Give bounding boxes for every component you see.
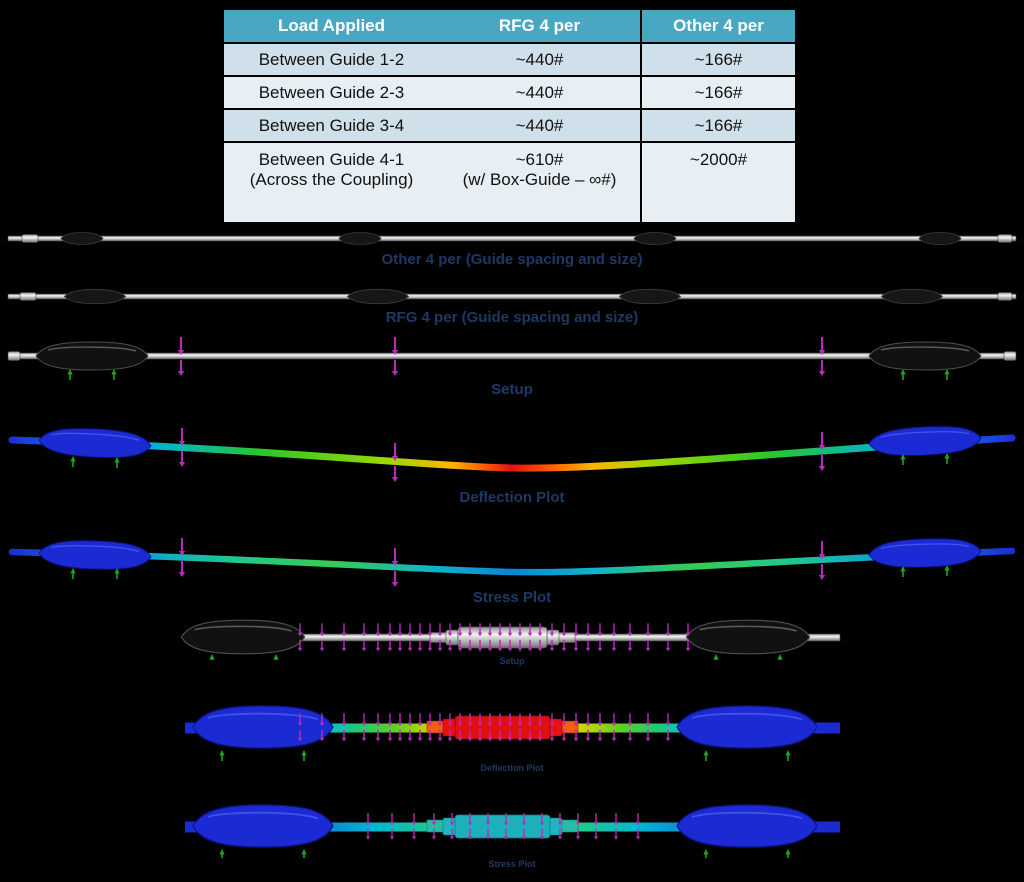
caption-setup-full: Setup (491, 381, 533, 398)
end-fitting (997, 234, 1013, 243)
figure-deflection-coupling (185, 705, 840, 762)
figure-deflection-full (8, 423, 1016, 483)
end-fitting (19, 292, 37, 301)
figure-rfg-guide-layout (7, 288, 1017, 305)
support-ticks (218, 749, 792, 762)
caption-stress-coupling: Stress Plot (488, 859, 536, 869)
centralizer-right (676, 804, 818, 848)
end-stub (800, 722, 840, 734)
centralizer-right (868, 341, 982, 371)
cell-rfg-value: ~440# (439, 75, 641, 109)
cell-other-value: ~166# (640, 75, 796, 109)
cell-rfg-value: ~610# (w/ Box-Guide – ∞#) (439, 141, 641, 223)
support-ticks (66, 368, 951, 381)
table-row: Between Guide 2-3 ~440# ~166# (223, 75, 796, 109)
cell-other-value: ~2000# (640, 141, 796, 223)
cell-other-value: ~166# (640, 42, 796, 76)
caption-other-4per: Other 4 per (Guide spacing and size) (381, 251, 643, 268)
cell-load: Between Guide 3-4 (223, 108, 439, 142)
end-fitting (997, 292, 1013, 301)
shaft (7, 293, 1017, 300)
centralizer-right (676, 705, 818, 749)
caption-setup-coupling: Setup (499, 656, 525, 666)
table-header-row: Load Applied RFG 4 per Other 4 per (223, 9, 796, 43)
caption-deflection-full: Deflection Plot (459, 489, 565, 506)
end-fitting (21, 234, 39, 243)
end-fitting (1003, 351, 1017, 361)
coupling (426, 814, 579, 839)
table-row: Between Guide 3-4 ~440# ~166# (223, 108, 796, 142)
centralizer-left (180, 619, 306, 655)
caption-rfg-4per: RFG 4 per (Guide spacing and size) (385, 309, 639, 326)
figure-setup-coupling (180, 619, 841, 660)
col-header-other: Other 4 per (640, 9, 796, 43)
cell-load: Between Guide 2-3 (223, 75, 439, 109)
shaft (7, 235, 1017, 242)
centralizer-left (37, 425, 153, 461)
load-table: Load Applied RFG 4 per Other 4 per Betwe… (222, 8, 797, 224)
figure-setup-full (7, 336, 1017, 381)
cell-load: Between Guide 4-1 (Across the Coupling) (223, 141, 439, 223)
cell-other-value: ~166# (640, 108, 796, 142)
centralizer-right (867, 423, 983, 459)
centralizer-left (38, 538, 152, 572)
shaft (9, 352, 1015, 360)
figure-other-guide-layout (7, 232, 1017, 245)
caption-stress-full: Stress Plot (472, 589, 552, 606)
cell-rfg-value: ~440# (439, 108, 641, 142)
figure-stress-coupling (185, 804, 840, 858)
support-ticks (218, 848, 792, 858)
centralizer-left (192, 804, 334, 848)
table-row: Between Guide 4-1 (Across the Coupling) … (223, 141, 796, 223)
cell-rfg-value: ~440# (439, 42, 641, 76)
figure-stress-full (8, 536, 1016, 588)
col-header-load-applied: Load Applied (223, 9, 439, 43)
centralizer-right (868, 536, 982, 570)
end-fitting (7, 351, 21, 361)
coupling (429, 626, 576, 649)
stressed-shaft (8, 547, 1016, 576)
caption-deflection-coupling: Deflection Plot (480, 763, 544, 773)
deflected-shaft (8, 434, 1016, 472)
centralizer-left (192, 705, 334, 749)
cell-load: Between Guide 1-2 (223, 42, 439, 76)
col-header-rfg: RFG 4 per (439, 9, 641, 43)
end-stub (800, 821, 840, 833)
centralizer-right (685, 619, 811, 655)
table-row: Between Guide 1-2 ~440# ~166# (223, 42, 796, 76)
centralizer-left (35, 341, 149, 371)
